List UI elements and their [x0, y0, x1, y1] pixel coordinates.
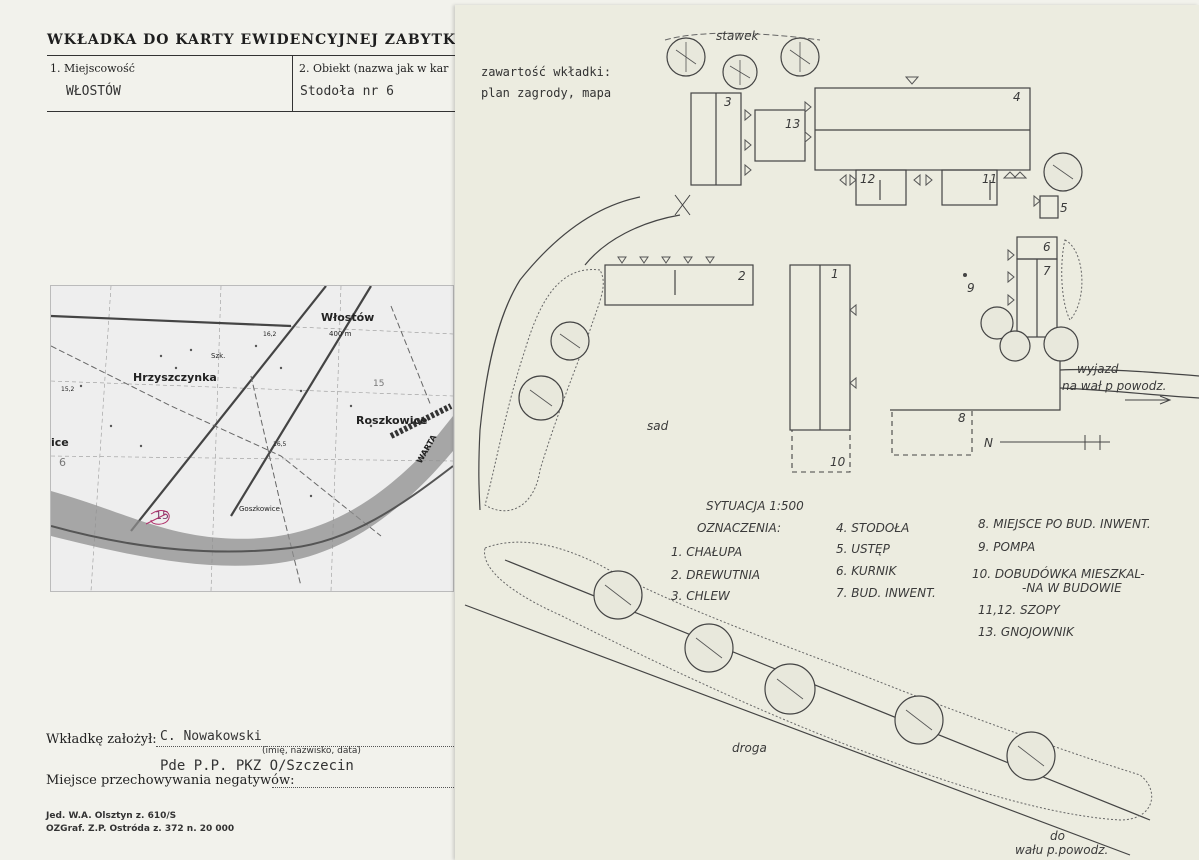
location-map: Włostów Hrzyszczynka Roszkowice Goszkowi…: [50, 285, 454, 592]
map-label-height4: 16,5: [273, 441, 287, 448]
legend-heading: OZNACZENIA:: [697, 521, 781, 535]
legend-c2-3: 6. KURNIK: [836, 564, 898, 578]
site-plan-drawing: 1 2 3 4 5 6 7 8 9 10 11 12 13 stawek sad…: [464, 29, 1199, 857]
bldg-num-12: 12: [860, 172, 875, 186]
field-divider: [292, 55, 293, 111]
legend-c1-1: 1. CHAŁUPA: [671, 545, 742, 559]
pump-marker: [963, 273, 967, 277]
legend: SYTUACJA 1:500 OZNACZENIA: 1. CHAŁUPA 2.…: [671, 499, 1151, 639]
road-label: droga: [732, 741, 767, 755]
exit-label-2: na wał p powodz.: [1062, 379, 1166, 393]
map-label-goszkowice: Goszkowice: [239, 505, 280, 513]
orchard-label: sad: [647, 419, 669, 433]
field2-value: Stodoła nr 6: [300, 84, 394, 99]
author-dotted-line: [156, 746, 456, 747]
map-label-szk: Szk.: [211, 352, 225, 360]
bldg-num-8: 8: [958, 411, 966, 425]
bldg-num-13: 13: [785, 117, 800, 131]
site-plan-sheet: 1 2 3 4 5 6 7 8 9 10 11 12 13 stawek sad…: [455, 5, 1199, 860]
legend-scale: SYTUACJA 1:500: [706, 499, 804, 513]
north-label: N: [984, 436, 993, 450]
legend-c3-1: 8. MIEJSCE PO BUD. INWENT.: [978, 517, 1151, 531]
bldg-num-1: 1: [831, 267, 839, 281]
legend-c3-4: -NA W BUDOWIE: [1022, 581, 1122, 595]
card-title: WKŁADKA DO KARTY EWIDENCYJNEJ ZABYTKÓW A…: [47, 32, 516, 48]
map-label-6: 6: [59, 456, 66, 469]
bldg-num-7: 7: [1043, 264, 1051, 278]
map-label-height2: 16,2: [263, 331, 277, 338]
author-label: Wkładkę założył:: [46, 732, 157, 747]
contents-line1: zawartość wkładki:: [481, 65, 611, 79]
map-label-roszkowice: Roszkowice: [356, 414, 427, 427]
legend-c2-4: 7. BUD. INWENT.: [836, 586, 936, 600]
bldg-num-10: 10: [830, 455, 846, 469]
legend-c1-3: 3. CHLEW: [671, 589, 731, 603]
bldg-num-4: 4: [1013, 90, 1021, 104]
legend-c1-2: 2. DREWUTNIA: [671, 568, 760, 582]
bldg-num-5: 5: [1060, 201, 1068, 215]
legend-c3-6: 13. GNOJOWNIK: [978, 625, 1075, 639]
to-label-2: wału p.powodz.: [1015, 843, 1108, 857]
map-label-ice: ice: [51, 436, 69, 449]
field2-label: 2. Obiekt (nazwa jak w kar: [299, 62, 449, 75]
field-rule: [47, 111, 457, 112]
author-value: C. Nowakowski: [160, 729, 262, 744]
author-org: Pde P.P. PKZ O/Szczecin: [160, 758, 354, 774]
map-label-hrzyszczynka: Hrzyszczynka: [133, 371, 217, 384]
pond-label: stawek: [716, 29, 760, 43]
bldg-num-6: 6: [1043, 240, 1051, 254]
field1-label: 1. Miejscowość: [50, 62, 135, 75]
footer-line1: Jed. W.A. Olsztyn z. 610/S: [46, 811, 177, 821]
bldg-num-9: 9: [967, 281, 975, 295]
bldg-num-3: 3: [724, 95, 732, 109]
legend-c3-5: 11,12. SZOPY: [978, 603, 1062, 617]
legend-c3-3: 10. DOBUDÓWKA MIESZKAL-: [972, 566, 1145, 581]
legend-c3-2: 9. POMPA: [978, 540, 1035, 554]
to-label-1: do: [1050, 829, 1065, 843]
map-drawing: Włostów Hrzyszczynka Roszkowice Goszkowi…: [51, 286, 453, 591]
title-rule: [47, 55, 457, 56]
negatives-dotted-line: [272, 787, 454, 788]
map-label-height3: 15,2: [61, 386, 75, 393]
footer-line2: OZGraf. Z.P. Ostróda z. 372 n. 20 000: [46, 824, 235, 834]
map-label-scale: 400 m: [329, 330, 352, 338]
negatives-label: Miejsce przechowywania negatywów:: [46, 773, 295, 788]
contents-line2: plan zagrody, mapa: [481, 86, 611, 100]
legend-c2-2: 5. USTĘP: [836, 542, 891, 556]
bldg-num-2: 2: [738, 269, 746, 283]
field1-value: WŁOSTÓW: [66, 84, 121, 99]
exit-label-1: wyjazd: [1077, 362, 1119, 376]
author-hint: (imię, nazwisko, data): [262, 746, 361, 756]
legend-c2-1: 4. STODOŁA: [836, 521, 909, 535]
map-label-height1: 15: [373, 379, 384, 389]
north-arrow: [1000, 435, 1110, 450]
map-label-wlostow: Włostów: [321, 311, 374, 324]
bldg-num-11: 11: [982, 172, 997, 186]
